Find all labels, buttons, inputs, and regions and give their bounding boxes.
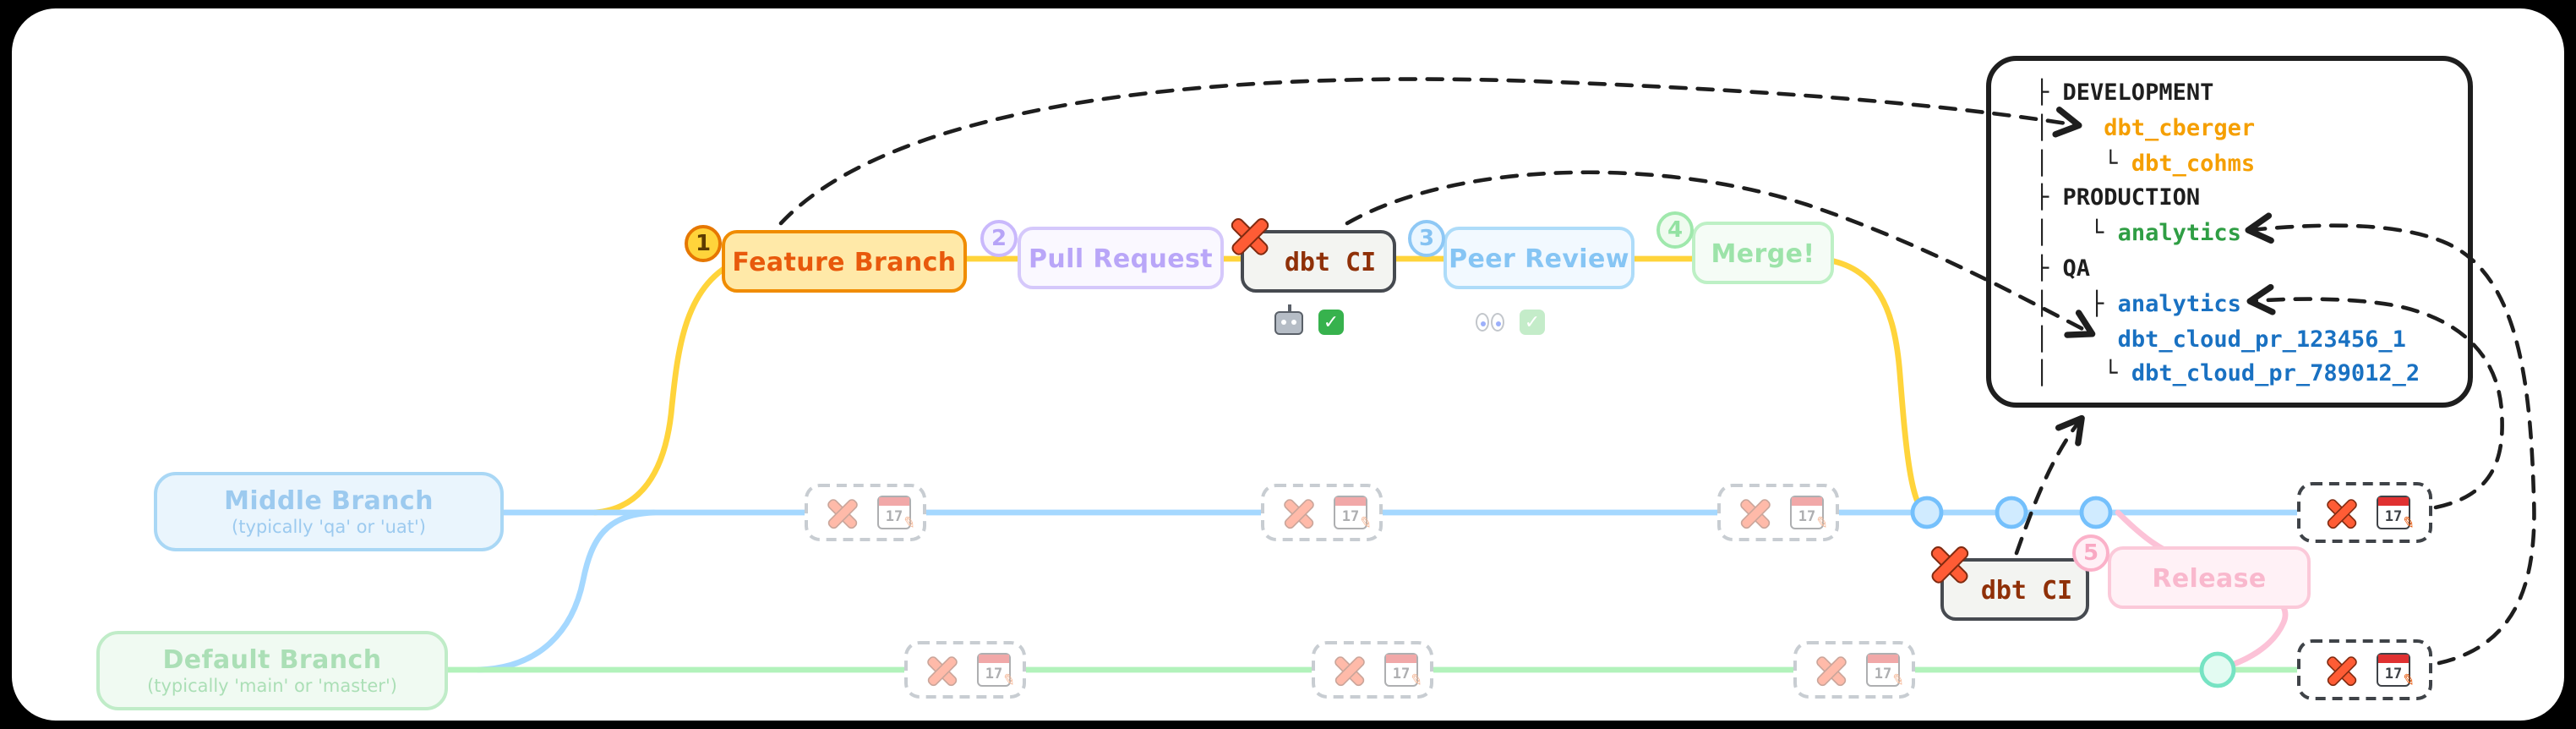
env-tree-row: │ dbt_cloud_pr_123456_1 [2035,326,2406,354]
dbt-ci-box-top: dbt CI [1229,216,1396,293]
pencil-icon: ✎ [1357,514,1374,534]
feature-branch-label: Feature Branch [732,246,957,277]
calendar-icon: 17✎ [2377,653,2417,691]
diagram-canvas: Middle Branch (typically 'qa' or 'uat') … [12,8,2564,721]
calendar-icon: 17✎ [1384,653,1425,691]
commit-node [2079,496,2113,529]
dbt-logo-icon [1737,494,1773,530]
dbt-logo-icon [1227,213,1273,259]
step-1-badge: 1 [685,225,722,262]
env-header-development: DEVELOPMENT [2062,79,2214,107]
merge-label: Merge! [1711,238,1815,268]
env-tree-row: │ └ analytics [2035,220,2241,248]
robot-icon [1274,304,1303,334]
schema-analytics-qa: analytics [2117,290,2241,318]
schema-dbt-cloud-pr-2: dbt_cloud_pr_789012_2 [2131,360,2420,388]
schema-dbt-cloud-pr-1: dbt_cloud_pr_123456_1 [2117,326,2406,354]
dbt-logo-icon [1280,494,1317,530]
calendar-icon: 17✎ [1790,496,1831,534]
env-tree-row: ├ PRODUCTION [2035,184,2201,212]
pencil-icon: ✎ [2400,671,2417,692]
release-commit-node [2199,651,2236,688]
peer-review-box: Peer Review [1444,227,1635,289]
calendar-icon: 17✎ [977,653,1018,691]
step-3-badge: 3 [1408,220,1445,257]
middle-branch-subtitle: (typically 'qa' or 'uat') [232,518,426,538]
pull-request-label: Pull Request [1029,243,1213,273]
calendar-icon: 17✎ [2377,496,2417,534]
release-box: Release [2108,546,2311,609]
pencil-icon: ✎ [1814,514,1831,534]
pencil-icon: ✎ [1001,671,1018,692]
middle-branch-name: Middle Branch [224,485,434,516]
dbt-logo-icon [2323,651,2360,688]
pencil-icon: ✎ [1408,671,1425,692]
commit-node [1910,496,1944,529]
env-tree-row: │ └ dbt_cohms [2035,150,2256,178]
merge-box: Merge! [1692,222,1834,284]
pencil-icon: ✎ [2400,514,2417,534]
check-icon-faded: ✓ [1520,310,1545,335]
feature-branch-line [592,255,1929,516]
environments-panel: ├ DEVELOPMENT │ dbt_cberger │ └ dbt_cohm… [1986,56,2473,408]
step-2-badge: 2 [980,220,1018,257]
check-icon: ✓ [1318,310,1344,335]
schema-dbt-cohms: dbt_cohms [2131,150,2256,178]
step-3-number: 3 [1418,226,1435,251]
peer-review-label: Peer Review [1449,243,1629,273]
calendar-icon: 17✎ [877,496,918,534]
step-5-number: 5 [2082,540,2099,566]
release-label: Release [2152,562,2267,593]
scheduled-run-box: 17✎ [1312,641,1433,699]
scheduled-run-box-active: 17✎ [2297,482,2432,543]
step-1-number: 1 [695,231,712,256]
scheduled-run-box: 17✎ [904,641,1026,699]
calendar-icon: 17✎ [1866,653,1907,691]
dbt-ci-label: dbt CI [1284,246,1377,277]
pull-request-box: Pull Request [1018,227,1224,289]
arrow-feature-to-dev-schema [778,77,2082,226]
dbt-logo-icon [1813,651,1849,688]
middle-branch-label: Middle Branch (typically 'qa' or 'uat') [154,472,504,551]
step-5-badge: 5 [2072,534,2109,572]
env-header-production: PRODUCTION [2062,184,2201,212]
dbt-logo-icon [1331,651,1367,688]
calendar-icon: 17✎ [1334,496,1374,534]
ci-status-row: ✓ [1274,304,1344,335]
dbt-logo-icon [2323,494,2360,530]
scheduled-run-box: 17✎ [805,484,926,541]
scheduled-run-box: 17✎ [1717,484,1839,541]
scheduled-run-box-active: 17✎ [2297,639,2432,700]
dbt-ci-box-release: dbt CI [1929,544,2089,621]
dbt-ci-label: dbt CI [1980,574,2073,605]
dbt-logo-icon [824,494,860,530]
step-4-number: 4 [1667,217,1684,243]
pencil-icon: ✎ [901,514,918,534]
eyes-icon [1476,313,1504,332]
step-4-badge: 4 [1656,211,1694,249]
schema-dbt-cberger: dbt_cberger [2104,114,2256,142]
arrow-release-ci-to-qa-schemas [2014,414,2085,556]
middle-branch-connector [475,509,658,673]
env-tree-row: │ dbt_cberger [2035,114,2256,142]
commit-node [1995,496,2028,529]
env-tree-row: ├ QA [2035,255,2091,282]
peer-status-row: ✓ [1476,310,1545,335]
default-branch-label: Default Branch (typically 'main' or 'mas… [96,631,448,710]
default-branch-subtitle: (typically 'main' or 'master') [147,677,397,697]
dbt-logo-icon [924,651,960,688]
step-2-number: 2 [991,226,1007,251]
env-tree-row: ├ DEVELOPMENT [2035,79,2214,107]
env-tree-row: │ ├ analytics [2035,290,2241,318]
schema-analytics-prod: analytics [2117,220,2241,248]
scheduled-run-box: 17✎ [1261,484,1383,541]
default-branch-name: Default Branch [162,644,382,675]
dbt-logo-icon [1927,541,1973,587]
scheduled-run-box: 17✎ [1793,641,1915,699]
feature-branch-box: Feature Branch [722,230,967,293]
env-header-qa: QA [2062,255,2091,282]
env-tree-row: │ └ dbt_cloud_pr_789012_2 [2035,360,2420,388]
pencil-icon: ✎ [1890,671,1907,692]
